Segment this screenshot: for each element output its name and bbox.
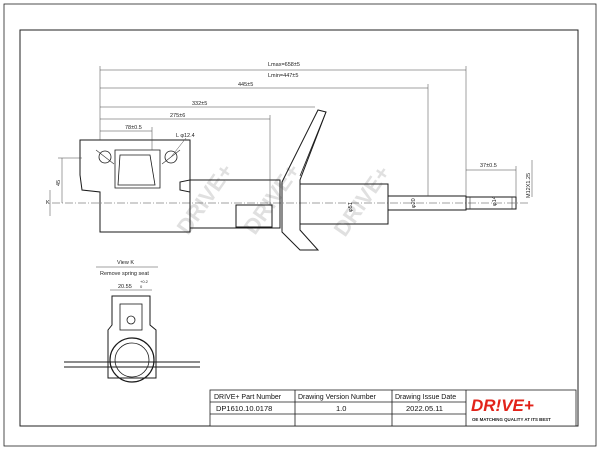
dim-phi14: φ14	[492, 196, 498, 206]
dim-332: 332±5	[192, 101, 207, 107]
svg-text:DRIVE+: DRIVE+	[172, 159, 238, 239]
watermarks: DRIVE+ DRIVE+ DRIVE+	[172, 159, 395, 241]
dimension-lines	[49, 66, 533, 216]
k-label: K	[46, 200, 50, 206]
view-k-title: View K	[117, 260, 134, 266]
version-label: Drawing Version Number	[298, 394, 376, 401]
issue-date-label: Drawing Issue Date	[395, 394, 456, 401]
view-k: View K Remove spring seat 20.55 +0.2 0	[64, 260, 200, 383]
dim-37: 37±0.5	[480, 163, 497, 169]
version-value: 1.0	[336, 404, 346, 413]
dim-445: 445±5	[238, 82, 253, 88]
dim-phi20: φ20	[411, 198, 417, 208]
part-number-value: DP1610.10.0178	[216, 404, 272, 413]
dim-275: 275±6	[170, 113, 185, 119]
brand-tagline: OE MATCHING QUALITY AT ITS BEST	[472, 417, 551, 422]
dimension-labels: Lmax=658±5 Lmin=447±5 445±5 332±5 275±6 …	[46, 62, 532, 212]
dim-lmin: Lmin=447±5	[268, 73, 298, 79]
dim-2055: 20.55	[118, 284, 132, 290]
dim-phi51: φ51	[348, 202, 354, 212]
view-k-subtitle: Remove spring seat	[100, 271, 149, 277]
title-block: DRIVE+ Part Number Drawing Version Numbe…	[209, 389, 577, 427]
issue-date-value: 2022.05.11	[406, 404, 443, 413]
dim-m12: M12X1.25	[526, 173, 532, 198]
drawing-outer-frame	[3, 3, 597, 447]
part-number-label: DRIVE+ Part Number	[214, 394, 282, 401]
dim-78: 78±0.5	[125, 125, 142, 131]
dim-45: 45	[56, 180, 62, 186]
tol-top: +0.2	[140, 279, 149, 284]
svg-text:DRIVE+: DRIVE+	[329, 161, 395, 241]
tol-bot: 0	[140, 284, 143, 289]
dim-l12: L φ12.4	[176, 133, 195, 139]
dim-lmax: Lmax=658±5	[268, 62, 300, 68]
brand-logo: DR!VE+	[471, 396, 534, 415]
